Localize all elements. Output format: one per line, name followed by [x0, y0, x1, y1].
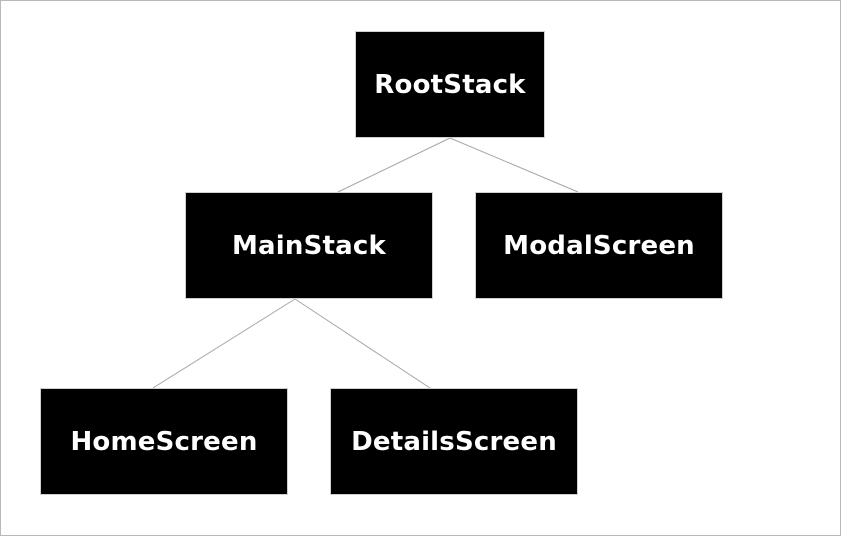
- edge-root-modal: [449, 137, 579, 193]
- node-mainstack: MainStack: [185, 192, 433, 299]
- edge-root-main: [337, 137, 451, 193]
- node-rootstack-label: RootStack: [374, 69, 526, 100]
- node-homescreen-label: HomeScreen: [70, 426, 258, 457]
- node-detailsscreen: DetailsScreen: [330, 388, 578, 495]
- node-modalscreen-label: ModalScreen: [503, 230, 695, 261]
- node-homescreen: HomeScreen: [40, 388, 288, 495]
- edge-main-home: [152, 298, 296, 389]
- node-detailsscreen-label: DetailsScreen: [351, 426, 557, 457]
- node-modalscreen: ModalScreen: [475, 192, 723, 299]
- node-rootstack: RootStack: [355, 31, 545, 138]
- node-mainstack-label: MainStack: [231, 230, 387, 261]
- edge-main-details: [294, 298, 431, 389]
